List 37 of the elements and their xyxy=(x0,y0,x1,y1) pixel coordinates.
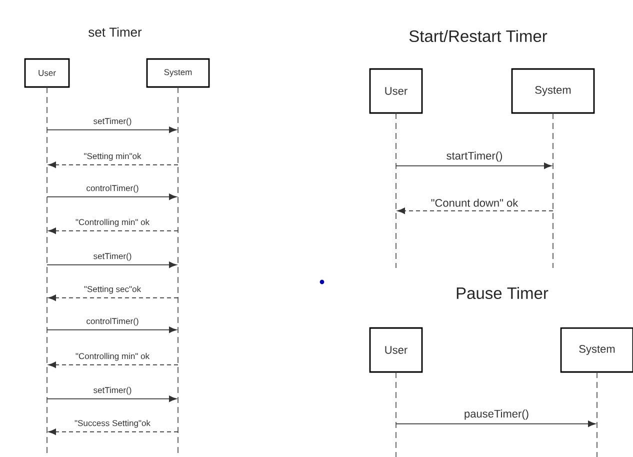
participant-box: User xyxy=(369,68,423,114)
lifeline xyxy=(552,112,554,268)
message-label: pauseTimer() xyxy=(463,408,530,421)
lifeline xyxy=(596,372,598,457)
message-arrow xyxy=(48,294,178,301)
message-arrow xyxy=(396,420,596,427)
message-label: setTimer() xyxy=(92,116,133,127)
message-label: controlTimer() xyxy=(85,184,140,194)
section-title: Start/Restart Timer xyxy=(409,30,548,42)
message-arrow xyxy=(48,228,178,234)
participant-box: System xyxy=(560,327,633,373)
participant-box: System xyxy=(511,68,595,114)
message-arrow xyxy=(48,362,178,368)
message-arrow xyxy=(46,262,177,268)
message-label: "Success Setting"ok xyxy=(74,418,152,429)
message-arrow xyxy=(396,162,552,169)
message-label: setTimer() xyxy=(92,252,133,262)
participant-box: User xyxy=(369,327,423,373)
message-label: startTimer() xyxy=(445,150,504,163)
message-label: controlTimer() xyxy=(85,316,140,327)
section-title: Pause Timer xyxy=(456,286,548,300)
message-arrow xyxy=(46,126,177,133)
message-arrow xyxy=(46,396,177,402)
message-arrow xyxy=(48,428,178,435)
message-label: "Conunt down" ok xyxy=(430,198,520,208)
message-arrow xyxy=(46,194,177,200)
message-arrow xyxy=(48,162,178,168)
message-label: "Controlling min" ok xyxy=(74,352,151,362)
message-label: "Controlling min" ok xyxy=(74,218,151,228)
section-title: set Timer xyxy=(88,27,142,37)
message-label: "Setting min"ok xyxy=(82,152,142,162)
participant-box: User xyxy=(24,58,70,88)
message-arrow xyxy=(46,326,177,333)
message-label: "Setting sec"ok xyxy=(82,284,142,295)
message-label: setTimer() xyxy=(92,386,133,396)
participant-box: System xyxy=(146,58,210,88)
message-arrow xyxy=(397,208,554,214)
